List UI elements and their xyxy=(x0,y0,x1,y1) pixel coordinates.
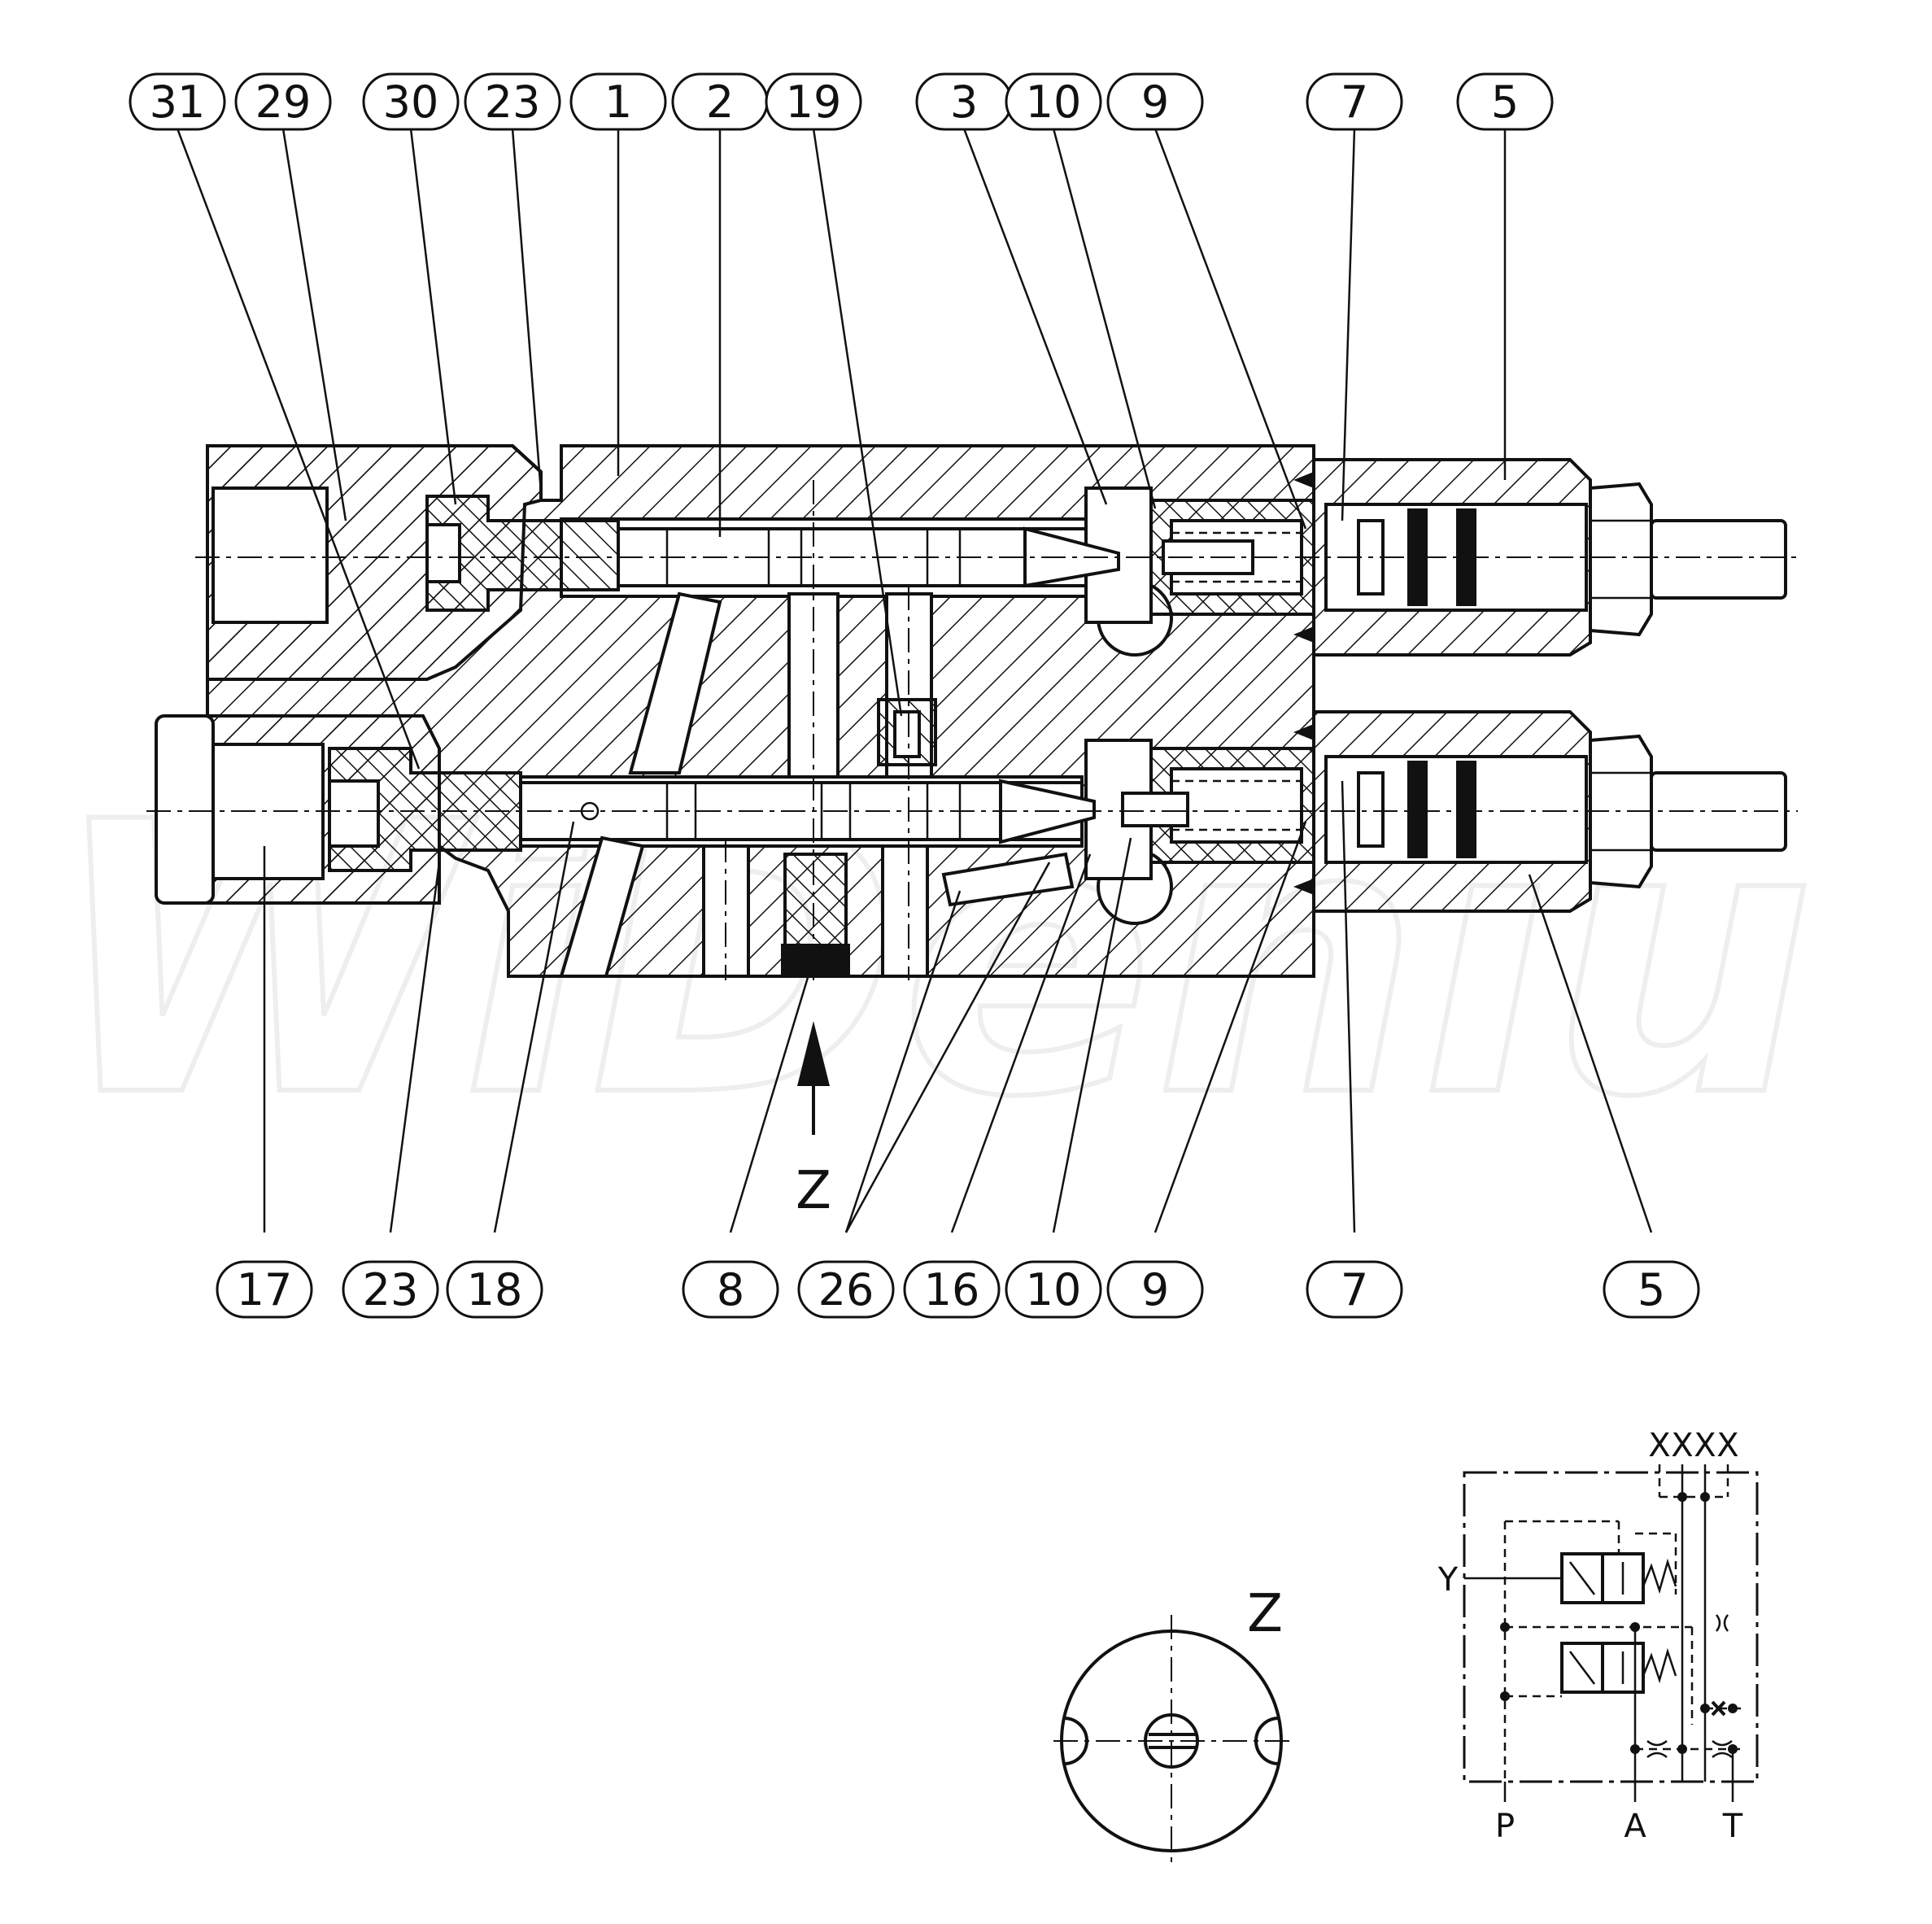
view-z-right-notch xyxy=(1254,1717,1280,1765)
part-bubble-8: 8 xyxy=(682,1260,779,1319)
part-bubble-2: 2 xyxy=(671,72,769,131)
part-number-label: 23 xyxy=(485,76,541,128)
upper-plug xyxy=(425,495,620,612)
part-bubble-23: 23 xyxy=(342,1260,439,1319)
part-number-label: 30 xyxy=(383,76,439,128)
part-bubble-1: 1 xyxy=(569,72,667,131)
port-y: Y xyxy=(1437,1561,1459,1599)
part-number-label: 26 xyxy=(818,1264,874,1315)
port-t: T xyxy=(1722,1808,1743,1845)
part-number-label: 5 xyxy=(1638,1264,1665,1315)
lower-plug-head xyxy=(328,779,380,848)
hydraulic-schematic: X X X X Y xyxy=(1437,1427,1759,1845)
part-bubble-10: 10 xyxy=(1005,1260,1102,1319)
part-bubble-23: 23 xyxy=(464,72,561,131)
part-bubble-29: 29 xyxy=(234,72,332,131)
port-p: P xyxy=(1495,1808,1515,1845)
port-a: A xyxy=(1624,1808,1646,1845)
part-bubble-17: 17 xyxy=(216,1260,313,1319)
top-label-bubbles: 31 29 30 23 1 2 19 3 10 9 7 5 xyxy=(129,72,1554,131)
part-bubble-9: 9 xyxy=(1106,1260,1204,1319)
diagonal-passage-lower xyxy=(559,835,645,978)
upper-poppet-cone xyxy=(1023,526,1120,588)
part-bubble-7: 7 xyxy=(1306,72,1403,131)
port-x-2: X xyxy=(1671,1427,1693,1464)
part-bubble-16: 16 xyxy=(903,1260,1001,1319)
bottom-label-bubbles: 17 23 18 8 26 16 10 9 7 5 xyxy=(216,1260,1700,1319)
port-x-4: X xyxy=(1716,1427,1738,1464)
view-z-arrow-label: Z xyxy=(796,1161,831,1221)
diagonal-passage-upper xyxy=(628,591,722,774)
upper-override-pin xyxy=(1650,519,1787,600)
part-number-label: 9 xyxy=(1141,1264,1169,1315)
part-number-label: 31 xyxy=(150,76,206,128)
part-bubble-7: 7 xyxy=(1306,1260,1403,1319)
center-plug-seal xyxy=(781,944,850,976)
part-number-label: 2 xyxy=(706,76,734,128)
part-bubble-30: 30 xyxy=(362,72,460,131)
port-x-3: X xyxy=(1694,1427,1716,1464)
drill-passage-4 xyxy=(881,844,929,978)
part-number-label: 19 xyxy=(786,76,842,128)
part-number-label: 9 xyxy=(1141,76,1169,128)
view-z-detail: Z xyxy=(1053,1584,1293,1863)
part-number-label: 29 xyxy=(255,76,312,128)
view-z-arrow: Z xyxy=(796,1021,831,1221)
part-number-label: 1 xyxy=(604,76,632,128)
part-bubble-18: 18 xyxy=(446,1260,543,1319)
view-z-title: Z xyxy=(1247,1584,1283,1644)
part-bubble-31: 31 xyxy=(129,72,226,131)
lower-poppet-seat xyxy=(1084,739,1153,880)
part-number-label: 7 xyxy=(1341,76,1368,128)
upper-plug-head xyxy=(425,523,461,583)
part-bubble-26: 26 xyxy=(797,1260,895,1319)
part-bubble-10: 10 xyxy=(1005,72,1102,131)
part-number-label: 5 xyxy=(1491,76,1519,128)
schematic-frame xyxy=(1463,1471,1759,1783)
part-number-label: 18 xyxy=(467,1264,523,1315)
port-x-1: X xyxy=(1648,1427,1670,1464)
part-bubble-9: 9 xyxy=(1106,72,1204,131)
part-number-label: 10 xyxy=(1026,76,1082,128)
part-number-label: 23 xyxy=(363,1264,419,1315)
part-number-label: 8 xyxy=(717,1264,744,1315)
bottom-leader-lines xyxy=(263,780,1653,1233)
tube-26 xyxy=(941,852,1075,907)
top-leader-lines xyxy=(176,128,1507,770)
upper-port-bore xyxy=(212,486,329,624)
part-bubble-5: 5 xyxy=(1456,72,1554,131)
part-bubble-3: 3 xyxy=(915,72,1013,131)
part-number-label: 17 xyxy=(237,1264,293,1315)
view-z-left-notch xyxy=(1063,1717,1088,1765)
part-number-label: 7 xyxy=(1341,1264,1368,1315)
upper-hex-nut xyxy=(1589,482,1653,637)
end-knob xyxy=(155,714,215,905)
part-number-label: 16 xyxy=(924,1264,980,1315)
part-number-label: 3 xyxy=(950,76,978,128)
view-z-center-slot xyxy=(1144,1713,1199,1769)
part-bubble-19: 19 xyxy=(765,72,862,131)
part-bubble-5: 5 xyxy=(1603,1260,1700,1319)
section-view xyxy=(146,444,1798,980)
lower-sleeve-bore xyxy=(1170,767,1303,844)
part-number-label: 10 xyxy=(1026,1264,1082,1315)
